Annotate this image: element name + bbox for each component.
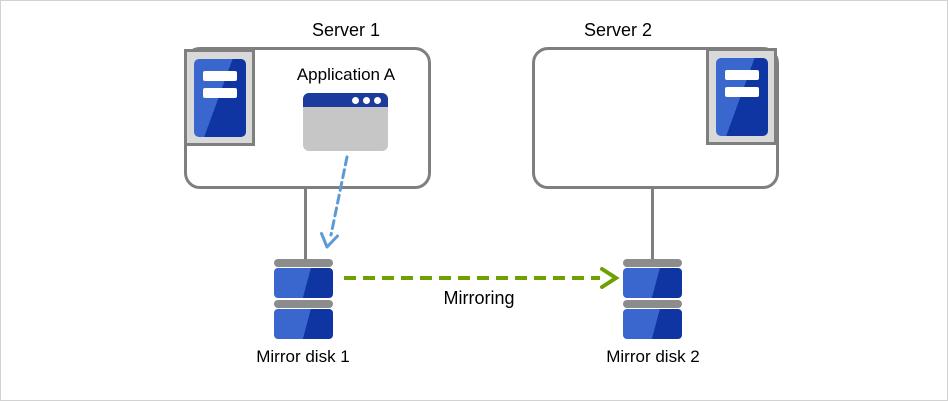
server1-label: Server 1 [311,20,381,40]
server-slot-icon [202,70,237,81]
mirroring-label: Mirroring [443,288,515,308]
server2-server-icon [706,48,777,145]
disk-platter [623,309,682,339]
disk-cap [623,300,682,308]
mirror-disk1-label: Mirror disk 1 [256,347,350,366]
server-slot-icon [724,86,759,97]
disk-cap [623,259,682,267]
mirror-disk2-icon [623,259,682,341]
disk-cap [274,259,333,267]
server2-label: Server 2 [583,20,653,40]
window-dot-icon [352,96,359,104]
server1-disk-connector [304,189,307,259]
server1-server-icon [184,49,255,146]
server-slot-icon [724,69,759,80]
window-titlebar [303,93,388,107]
server-slot-icon [202,87,237,98]
application-a-label: Application A [296,65,396,84]
disk-platter [274,309,333,339]
server2-disk-connector [651,189,654,259]
mirror-disk2-label: Mirror disk 2 [606,347,700,366]
application-window-icon [303,93,388,151]
mirroring-arrow [344,267,620,289]
disk-platter [274,268,333,298]
disk-platter [623,268,682,298]
server-tower-icon [193,58,246,137]
window-dot-icon [374,96,381,104]
server-tower-icon [715,57,768,136]
window-dot-icon [363,96,370,104]
disk-cap [274,300,333,308]
mirror-disk1-icon [274,259,333,341]
